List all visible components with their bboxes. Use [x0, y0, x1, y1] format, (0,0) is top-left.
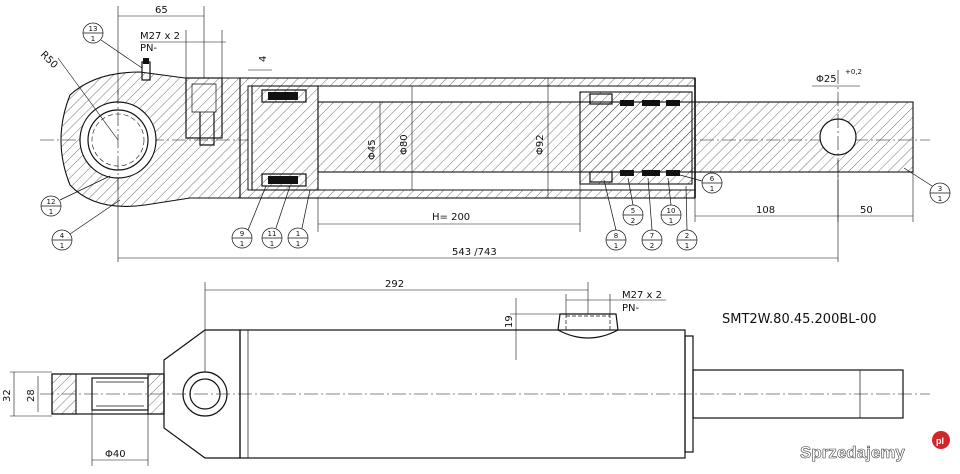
svg-text:1: 1 — [240, 240, 244, 248]
tube-dia-label: Φ92 — [535, 134, 546, 155]
balloon-2: 2 1 — [676, 185, 698, 251]
outside-rod — [692, 369, 904, 419]
balloon-6: 6 1 — [679, 172, 723, 194]
dim-65-label: 65 — [155, 5, 168, 16]
outside-thread-label: M27 x 2 — [622, 290, 662, 301]
piston-seal-top — [261, 89, 307, 103]
rod-dia-label: Φ45 — [367, 139, 378, 160]
svg-text:2: 2 — [650, 242, 654, 250]
gland-seal-top-1 — [620, 100, 634, 106]
eye-inner-label: 28 — [26, 389, 37, 402]
svg-text:1: 1 — [296, 240, 300, 248]
outside-port-thread — [565, 315, 611, 331]
balloon-9: 9 1 — [231, 185, 267, 249]
balloon-8: 8 1 — [603, 179, 627, 251]
rod-ext-label: 108 — [756, 205, 775, 216]
outside-view: 292 19 M27 x 2 PN- SMT2W.80.45.200BL-00 … — [2, 279, 930, 466]
clevis-fork-hatch-left — [51, 373, 77, 415]
gland-groove-bottom-1 — [589, 171, 613, 183]
balloon-1: 1 1 — [287, 189, 311, 249]
svg-text:1: 1 — [614, 242, 618, 250]
gland-seal-bottom-2 — [642, 170, 660, 176]
svg-text:1: 1 — [685, 242, 689, 250]
eye-width-label: 32 — [2, 389, 13, 402]
pin-tol-label: +0,2 — [845, 68, 862, 76]
svg-text:9: 9 — [240, 230, 244, 238]
gland-groove-top-1 — [589, 93, 613, 105]
svg-text:2: 2 — [631, 217, 635, 225]
svg-text:12: 12 — [47, 198, 56, 206]
svg-text:1: 1 — [49, 208, 53, 216]
watermark-text: Sprzedajemy — [800, 443, 905, 462]
eye-inner — [189, 378, 221, 410]
gland-seal-top-3 — [666, 100, 680, 106]
balloon-4: 4 1 — [51, 199, 121, 251]
svg-text:1: 1 — [91, 35, 95, 43]
eye-dia-label: Φ40 — [105, 449, 126, 460]
gland — [579, 91, 693, 185]
seal-black-top — [268, 92, 298, 100]
gland-seal-bottom-1 — [620, 170, 634, 176]
svg-text:6: 6 — [710, 175, 715, 183]
svg-text:3: 3 — [938, 185, 942, 193]
balloon-3: 3 1 — [903, 167, 951, 204]
gland-seal-bottom-3 — [666, 170, 680, 176]
thread-note: PN- — [140, 43, 158, 54]
watermark-suffix: pl — [936, 436, 944, 446]
balloon-7: 7 2 — [641, 177, 663, 251]
svg-text:2: 2 — [685, 232, 689, 240]
svg-text:13: 13 — [89, 25, 98, 33]
radius-leader — [57, 57, 119, 141]
svg-text:1: 1 — [669, 217, 673, 225]
drawing-number: SMT2W.80.45.200BL-00 — [722, 312, 877, 327]
svg-text:5: 5 — [631, 207, 635, 215]
balloon-11: 11 1 — [261, 185, 291, 249]
clevis-fork-hatch-right — [147, 373, 165, 415]
stroke-label: H= 200 — [432, 212, 470, 223]
bore-dia-label: Φ80 — [399, 134, 410, 155]
section-view: Φ45 Φ80 Φ92 65 M27 x 2 PN- R50 4 Φ25 +0,… — [38, 5, 951, 262]
svg-text:10: 10 — [667, 207, 676, 215]
outside-port-boss — [557, 313, 619, 339]
port-height-label: 19 — [504, 315, 515, 328]
svg-text:1: 1 — [938, 195, 942, 203]
svg-text:1: 1 — [710, 185, 714, 193]
radius-label: R50 — [38, 49, 60, 71]
svg-text:1: 1 — [270, 240, 274, 248]
gland-seal-top-2 — [642, 100, 660, 106]
watermark-dot — [932, 431, 950, 449]
grease-nipple-cap — [143, 58, 149, 64]
balloon-12: 12 1 — [40, 175, 111, 217]
svg-text:1: 1 — [296, 230, 300, 238]
rod-end-label: 50 — [860, 205, 873, 216]
port-thread — [191, 83, 217, 113]
thread-label: M27 x 2 — [140, 31, 180, 42]
port-distance-label: 292 — [385, 279, 404, 290]
piston-seal-bottom — [261, 173, 307, 187]
svg-text:8: 8 — [614, 232, 618, 240]
svg-text:4: 4 — [60, 232, 65, 240]
svg-text:7: 7 — [650, 232, 654, 240]
pin-dia-label: Φ25 — [816, 74, 837, 85]
balloon-10: 10 1 — [660, 177, 682, 226]
seal-black-bottom — [268, 176, 298, 184]
wall-label: 4 — [258, 56, 269, 62]
svg-text:1: 1 — [60, 242, 64, 250]
balloon-13: 13 1 — [82, 22, 143, 69]
watermark: Sprzedajemy pl — [800, 431, 950, 462]
balloon-5: 5 2 — [622, 177, 644, 226]
svg-text:11: 11 — [268, 230, 277, 238]
port-channel — [199, 112, 215, 146]
clevis-pin — [91, 377, 149, 411]
overall-label: 543 /743 — [452, 247, 497, 258]
piston — [251, 85, 319, 191]
outside-thread-note: PN- — [622, 303, 640, 314]
